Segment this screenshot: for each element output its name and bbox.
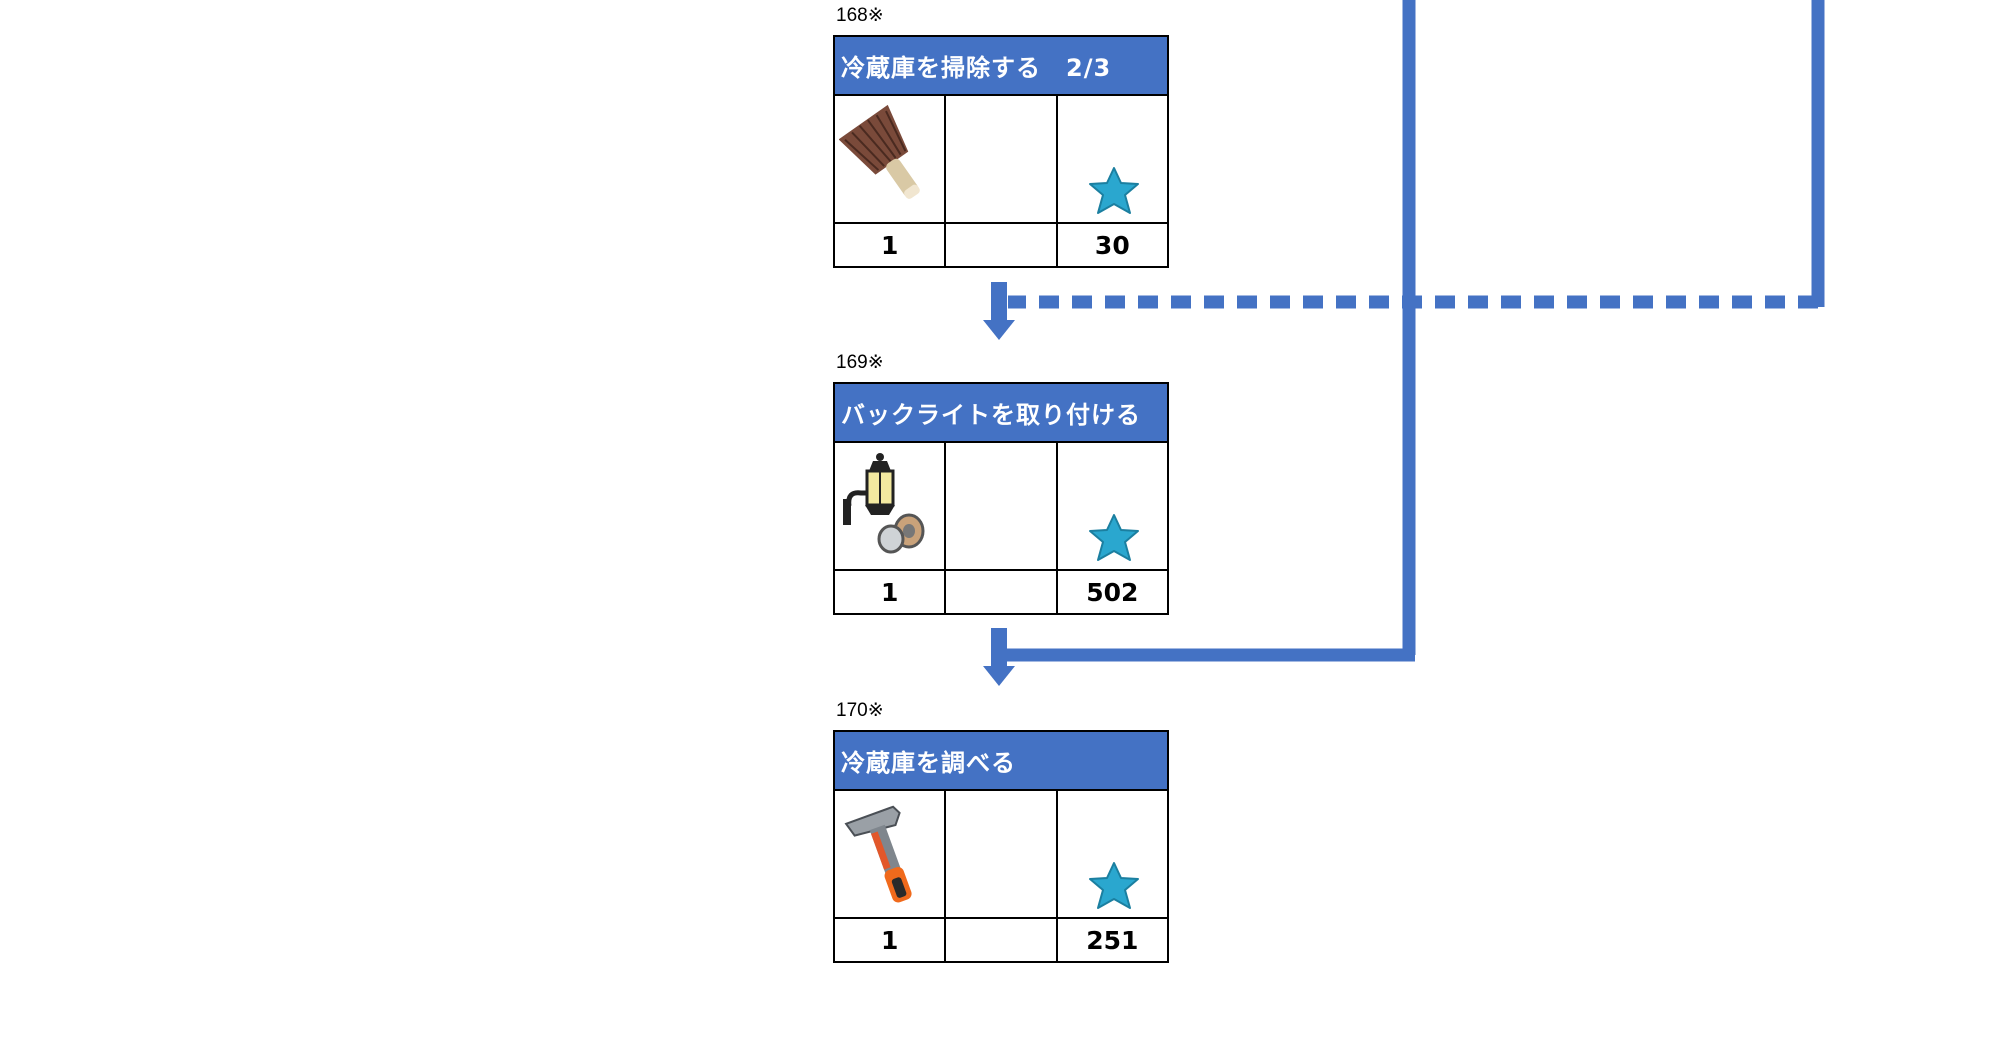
arrow-head-1 <box>983 320 1015 340</box>
blue-star-icon <box>1085 859 1143 913</box>
reward-amount: 502 <box>1055 569 1170 615</box>
required-count: 1 <box>832 222 947 268</box>
reward-amount: 30 <box>1055 222 1170 268</box>
blue-star-icon <box>1085 511 1143 565</box>
arrow-shaft-1 <box>991 282 1007 322</box>
task-title: バックライトを取り付ける <box>833 382 1169 443</box>
task-id: 168※ <box>836 5 884 26</box>
empty-cell <box>944 789 1058 919</box>
item-image-cell <box>832 441 947 571</box>
task-card-170: 170※ 冷蔵庫を調べる <box>832 700 1170 963</box>
task-id: 169※ <box>836 352 884 373</box>
arrow-shaft-2 <box>991 628 1007 668</box>
lantern-icon <box>839 451 939 561</box>
item-image-cell <box>832 789 947 919</box>
reward-cell <box>1055 441 1170 571</box>
empty-cell <box>944 441 1058 571</box>
task-table: 冷蔵庫を掃除する 2/3 <box>832 35 1170 268</box>
empty-value <box>944 222 1058 268</box>
reward-cell <box>1055 94 1170 224</box>
feather-duster-icon <box>838 104 939 214</box>
blue-star-icon <box>1085 164 1143 218</box>
task-id: 170※ <box>836 700 884 721</box>
task-card-168: 168※ 冷蔵庫を掃除する 2/3 <box>832 5 1170 268</box>
task-card-169: 169※ バックライトを取り付ける <box>832 352 1170 615</box>
item-image-cell <box>832 94 947 224</box>
task-title: 冷蔵庫を掃除する 2/3 <box>833 35 1169 96</box>
reward-amount: 251 <box>1055 917 1170 963</box>
empty-value <box>944 569 1058 615</box>
empty-cell <box>944 94 1058 224</box>
task-table: バックライトを取り付ける <box>832 382 1170 615</box>
empty-value <box>944 917 1058 963</box>
required-count: 1 <box>832 917 947 963</box>
reward-cell <box>1055 789 1170 919</box>
task-table: 冷蔵庫を調べる <box>832 730 1170 963</box>
task-title: 冷蔵庫を調べる <box>833 730 1169 791</box>
hammer-icon <box>839 799 939 909</box>
required-count: 1 <box>832 569 947 615</box>
arrow-head-2 <box>983 666 1015 686</box>
